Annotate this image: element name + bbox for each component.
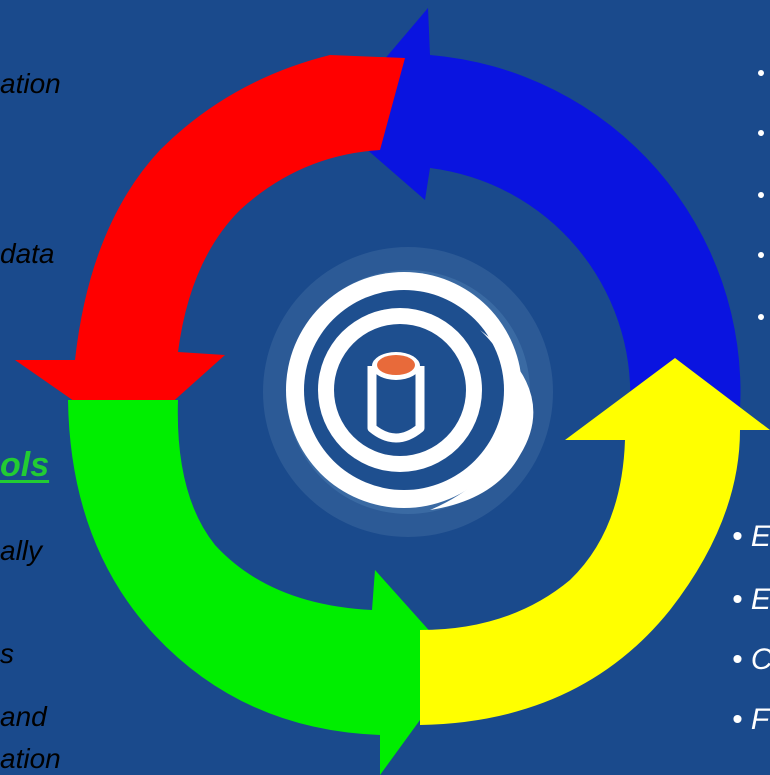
left-text-line-6: ation — [0, 743, 61, 774]
right-list-item-1: • E — [732, 520, 770, 553]
red-arrow — [15, 55, 405, 440]
left-text-line-1: ation — [0, 68, 61, 99]
right-list-item-3: • C — [732, 643, 770, 676]
right-bullet-5 — [758, 314, 764, 320]
right-bullet-2 — [758, 130, 764, 136]
database-swirl-icon — [367, 352, 425, 443]
logo-swirl-tail — [430, 330, 534, 510]
database-body — [367, 366, 425, 443]
yellow-arrow — [420, 358, 770, 725]
right-list-item-4: • F — [732, 703, 770, 736]
right-list-item-2: • E — [732, 583, 770, 616]
blue-arrow — [333, 8, 741, 410]
right-bullet-4 — [758, 252, 764, 258]
left-text-line-4: s — [0, 638, 14, 669]
right-bullet-1 — [758, 70, 764, 76]
database-top — [377, 355, 415, 375]
left-text-line-3: ally — [0, 535, 43, 566]
center-logo — [263, 247, 553, 537]
left-section-heading: ols — [0, 446, 50, 484]
right-bullet-3 — [758, 192, 764, 198]
left-text-line-2: data — [0, 238, 55, 269]
green-arrow — [68, 400, 460, 775]
logo-inner-disc — [334, 324, 466, 456]
left-text-line-5: and — [0, 701, 47, 732]
